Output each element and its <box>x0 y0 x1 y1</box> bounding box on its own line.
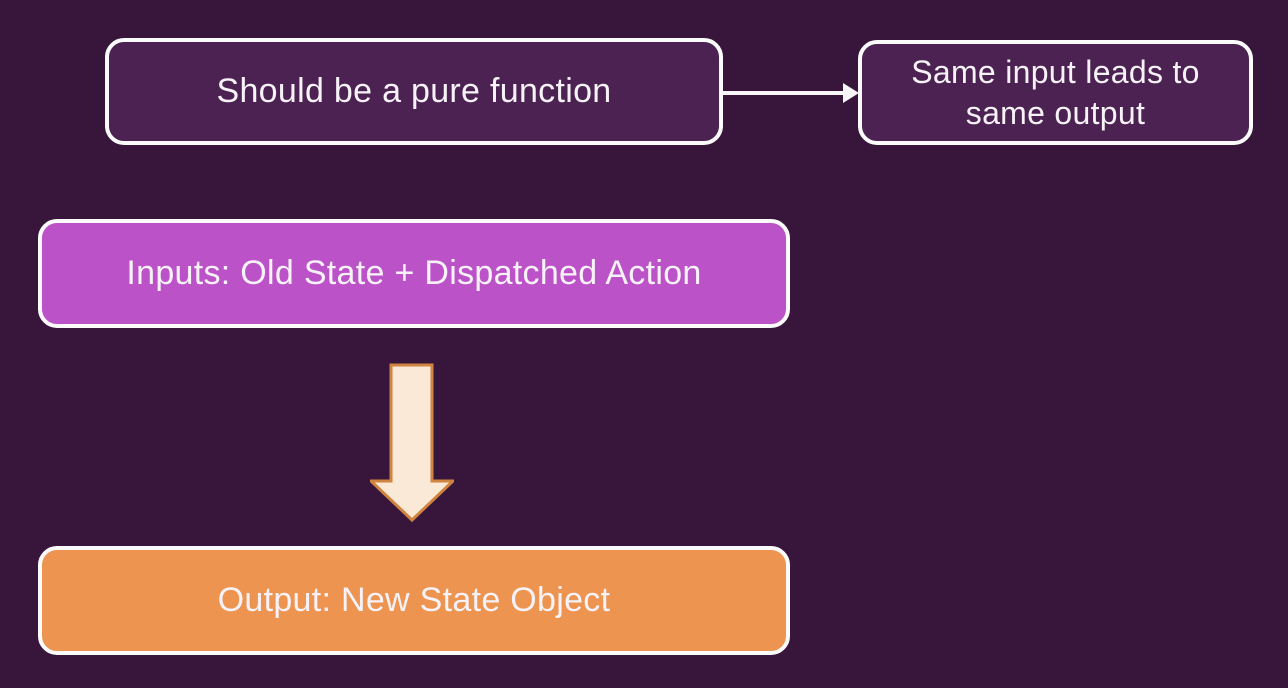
down-block-arrow <box>370 363 454 523</box>
node-same-input-output-label-line1: Same input leads to <box>911 54 1200 91</box>
node-inputs-label: Inputs: Old State + Dispatched Action <box>126 254 702 293</box>
node-pure-function: Should be a pure function <box>105 38 723 145</box>
node-pure-function-label: Should be a pure function <box>216 72 612 111</box>
node-inputs: Inputs: Old State + Dispatched Action <box>38 219 790 328</box>
right-arrow-head-icon <box>843 83 859 103</box>
right-arrow-connector <box>722 83 859 103</box>
node-output-label: Output: New State Object <box>217 581 611 620</box>
node-same-input-output: Same input leads to same output <box>858 40 1253 145</box>
node-output: Output: New State Object <box>38 546 790 655</box>
down-block-arrow-shape <box>370 363 454 523</box>
node-same-input-output-label-line2: same output <box>965 94 1146 131</box>
